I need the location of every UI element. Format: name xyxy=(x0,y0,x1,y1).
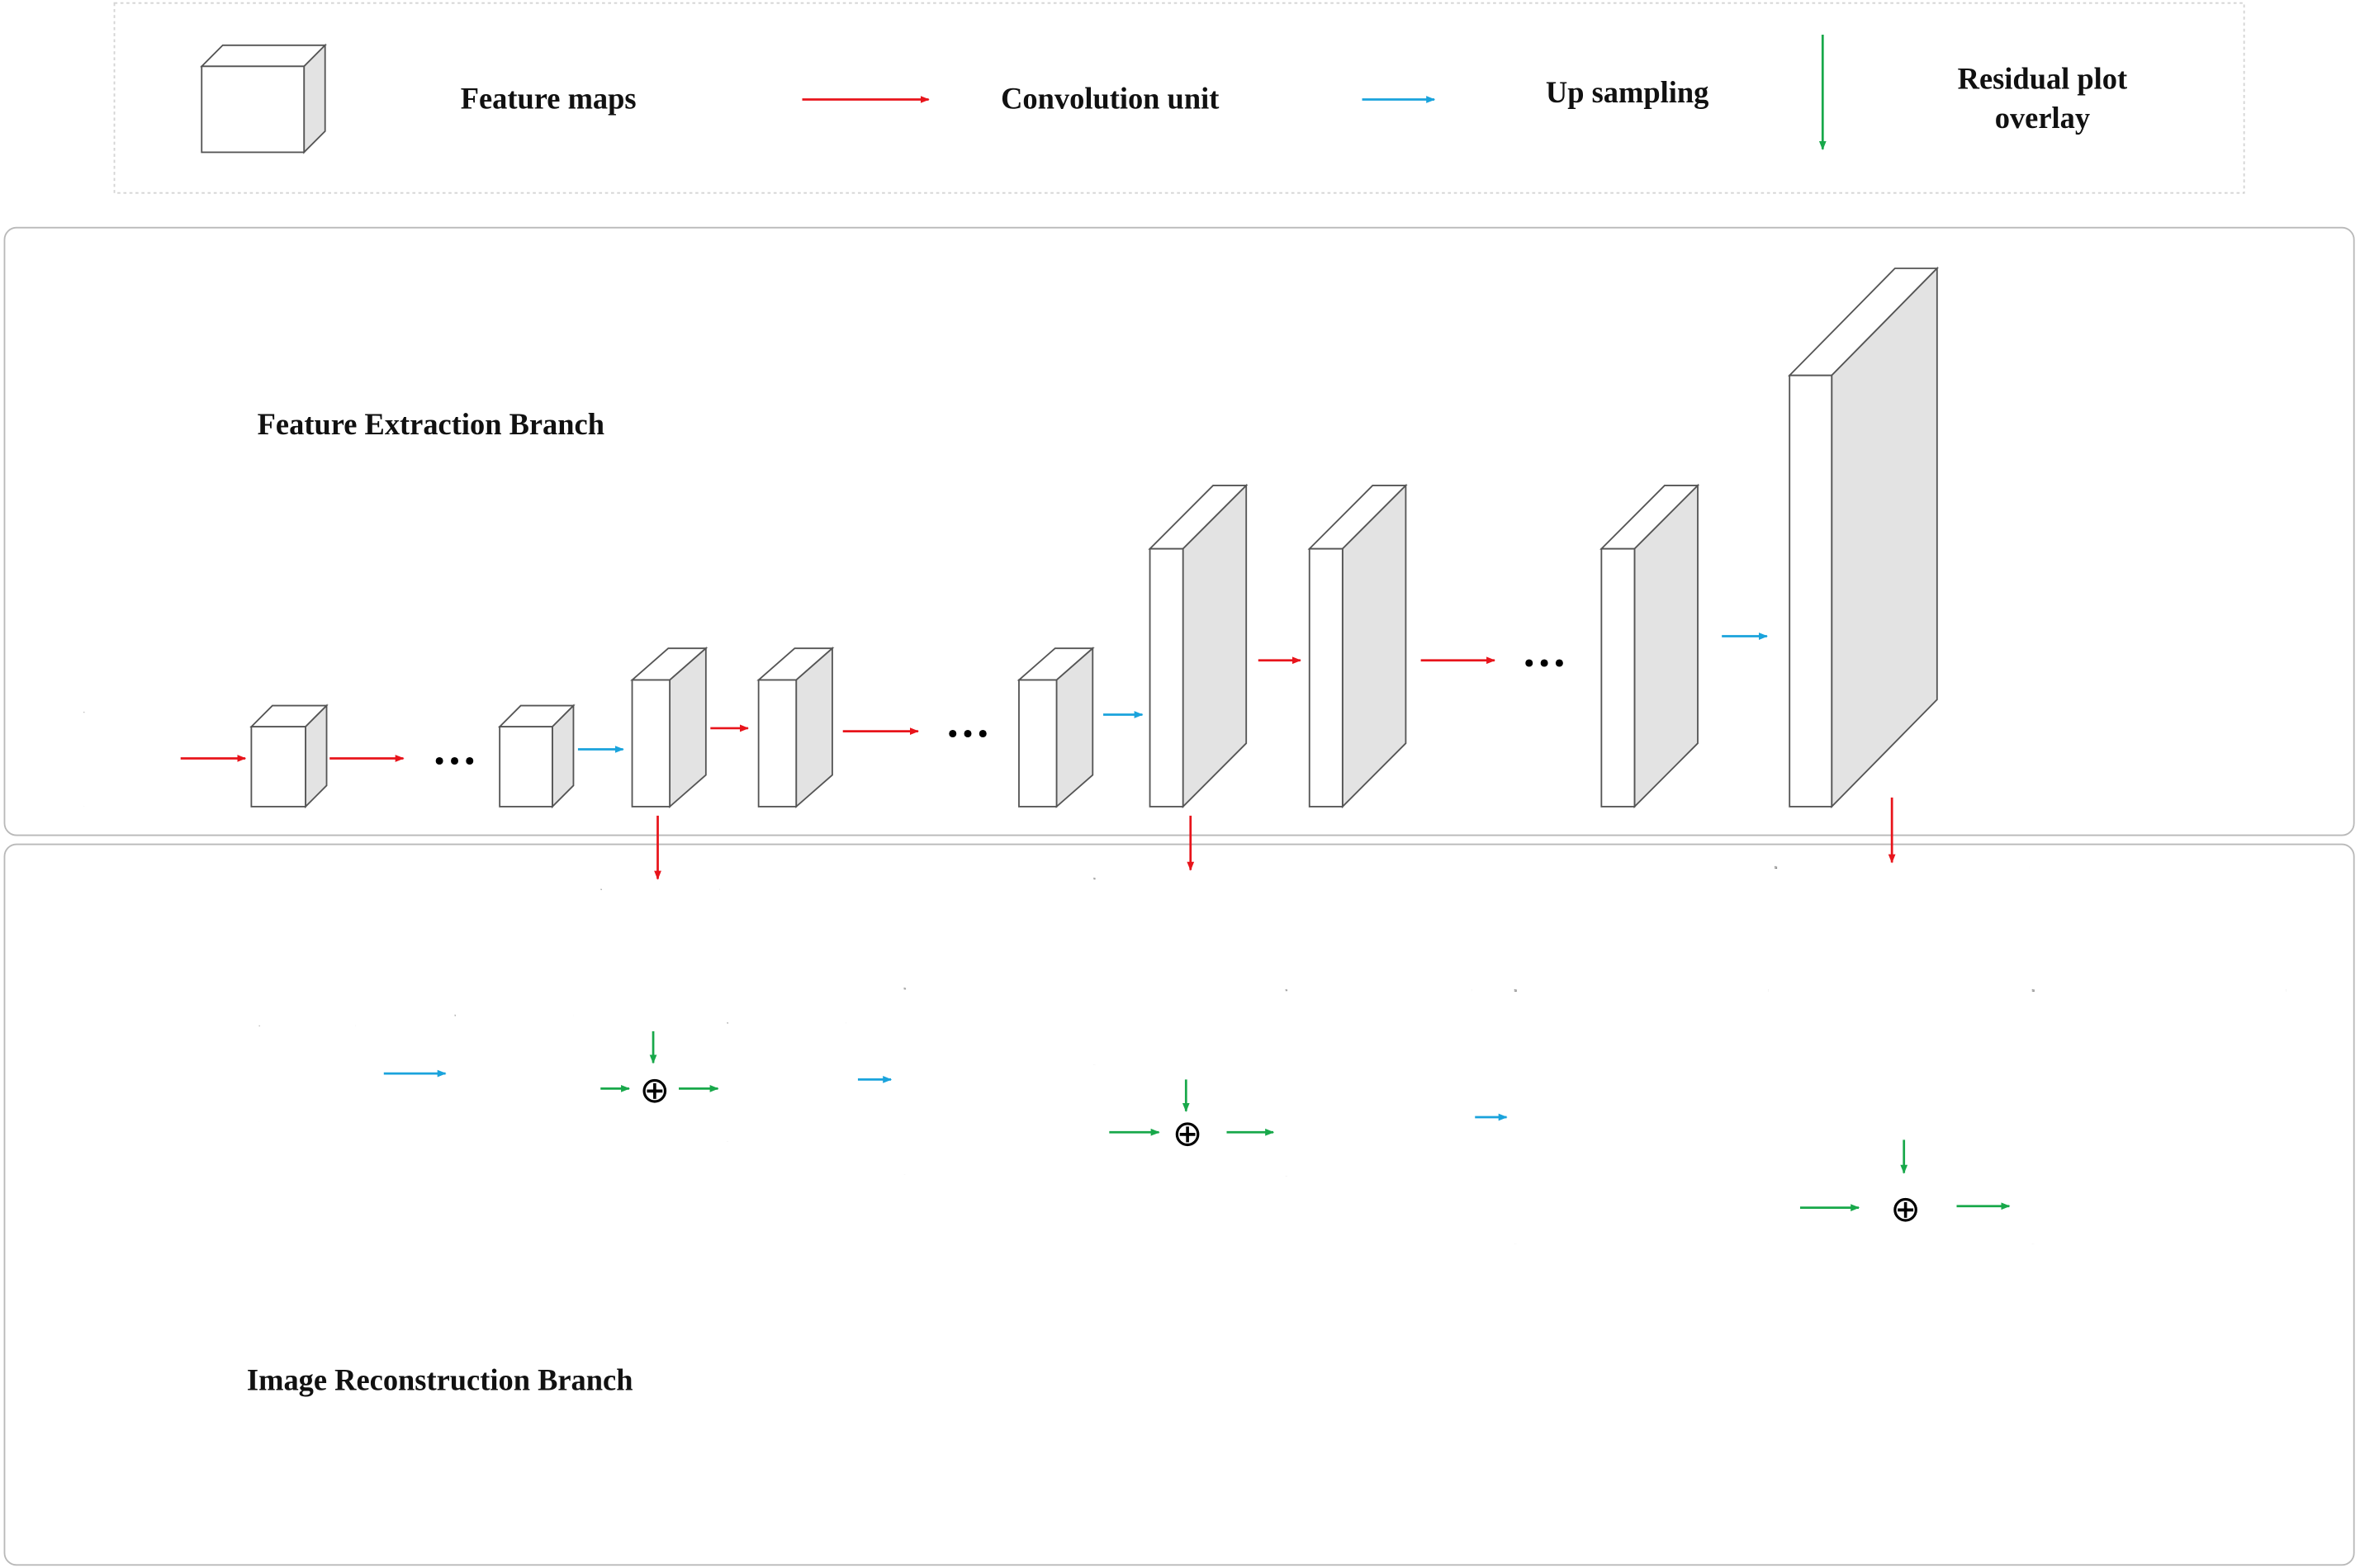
ellipsis: ••• xyxy=(1522,649,1567,679)
feature-map-cube xyxy=(497,703,576,809)
ellipsis: ••• xyxy=(945,720,991,750)
add-symbol: ⊕ xyxy=(1173,1113,1203,1155)
feature-map-cube xyxy=(1307,483,1408,809)
legend-residual-label-line1: Residual plot xyxy=(1958,62,2128,96)
feature-extraction-title: Feature Extraction Branch xyxy=(258,407,604,441)
image-reconstruction-panel xyxy=(3,843,2355,1566)
feature-map-cube xyxy=(1148,483,1249,809)
lr-image xyxy=(258,1025,356,1122)
image-reconstruction-title: Image Reconstruction Branch xyxy=(247,1363,633,1397)
add-symbol: ⊕ xyxy=(640,1069,671,1111)
legend-box xyxy=(113,2,2245,194)
upsampled-image xyxy=(1514,988,1769,1244)
legend-residual-label-line2: overlay xyxy=(1995,101,2090,135)
residual-image xyxy=(1092,877,1282,1065)
upsampled-image xyxy=(903,988,1092,1175)
legend-feature-maps-label: Feature maps xyxy=(461,81,637,115)
feature-map-cube xyxy=(1599,483,1700,809)
feature-extraction-panel xyxy=(3,226,2355,836)
output-image xyxy=(2031,988,2287,1244)
add-symbol: ⊕ xyxy=(1890,1188,1921,1230)
feature-map-cube xyxy=(1017,647,1095,808)
feature-map-cube xyxy=(630,647,708,808)
upsampled-image xyxy=(454,1013,574,1135)
residual-image xyxy=(600,888,720,1009)
legend-feature-map-icon xyxy=(200,43,327,154)
feature-map-cube xyxy=(249,703,329,809)
feature-map-cube xyxy=(756,647,835,808)
legend-upsampling-label: Up sampling xyxy=(1546,75,1708,109)
reconstructed-image xyxy=(727,1022,846,1142)
feature-map-cube xyxy=(1788,266,1939,809)
ellipsis: ••• xyxy=(432,747,477,777)
reconstructed-image xyxy=(1285,988,1472,1177)
legend-convolution-label: Convolution unit xyxy=(1001,81,1219,115)
input-image xyxy=(83,711,179,807)
residual-image xyxy=(1774,865,2030,1122)
